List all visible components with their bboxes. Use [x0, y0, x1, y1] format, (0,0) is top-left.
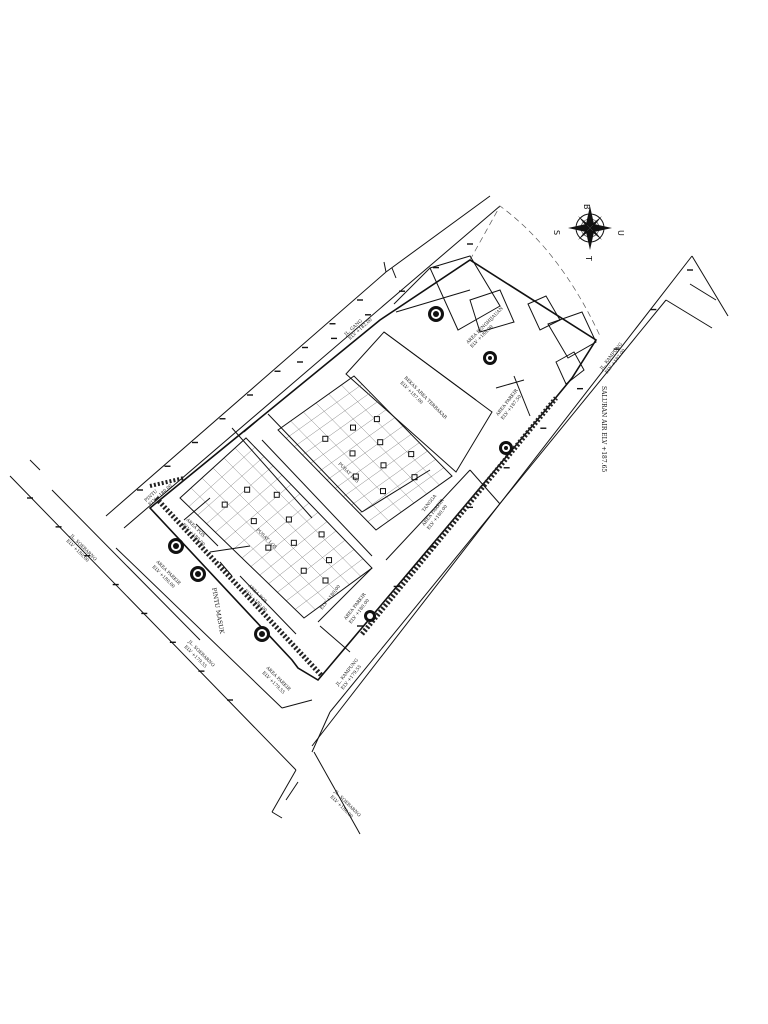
stall-grid-line [359, 459, 436, 514]
road-gang [105, 195, 501, 529]
stall-grid-line [232, 493, 301, 550]
perimeter-wall [149, 396, 558, 678]
stall-marker-inner [286, 517, 291, 522]
road-labels: JL. SOEBARNO ELV +180.00 JL. SOEBARNO EL… [65, 317, 628, 820]
stall-grid-line [215, 474, 283, 533]
compass-icon: B U S T [552, 204, 625, 261]
stall-grid-line [241, 502, 310, 559]
stall-marker-inner [245, 487, 250, 492]
stall-marker-inner [409, 452, 414, 457]
entrance-label: PINTU MASUK [210, 587, 225, 635]
stall-marker-inner [319, 532, 324, 537]
compass-west-label: S [552, 230, 561, 235]
stall-marker-inner [274, 492, 279, 497]
stall-grid-line [295, 558, 364, 610]
tree-icon [428, 306, 444, 322]
stall-marker-inner [412, 475, 417, 480]
site-boundary [148, 205, 601, 682]
road-soebarno [9, 459, 361, 835]
stall-marker-inner [353, 474, 358, 479]
stall-grid-line [188, 447, 256, 507]
stall-marker-inner [301, 568, 306, 573]
tree-icons [168, 306, 513, 642]
tree-icon [483, 351, 497, 365]
stall-marker-inner [323, 436, 328, 441]
zone-label-terbakar: BEKAS AREA TERBAKAR [403, 375, 449, 421]
stall-grid-line [286, 384, 363, 439]
stall-marker-inner [323, 578, 328, 583]
stall-grid-line [326, 425, 404, 481]
stall-grid-line [343, 442, 420, 497]
stall-grid-line [286, 549, 355, 602]
stall-grid-line [206, 465, 274, 524]
stall-grid-line [224, 484, 292, 542]
stall-grid-line [277, 539, 346, 593]
compass-east-label: U [616, 230, 625, 236]
stall-marker-inner [378, 440, 383, 445]
tree-icon [499, 441, 513, 455]
stall-marker-inner [266, 545, 271, 550]
stall-grid-line [294, 392, 371, 447]
stall-grid-line [268, 530, 337, 584]
stall-grid-line [259, 521, 328, 576]
stall-marker-inner [374, 417, 379, 422]
stall-grid-line [250, 512, 319, 567]
stall-grid-line [302, 400, 379, 456]
tree-icon [168, 538, 184, 554]
stall-marker-inner [351, 425, 355, 430]
stall-grid-upper [277, 375, 453, 531]
stall-marker-inner [327, 558, 332, 563]
stall-marker-inner [291, 540, 296, 545]
stall-marker-inner [381, 463, 386, 468]
stall-grid-line [197, 456, 265, 516]
tree-icon [190, 566, 206, 582]
stall-grid-line [335, 434, 412, 489]
stall-marker-inner [222, 502, 227, 507]
stall-grid-line [367, 467, 444, 522]
green-area-structures [393, 255, 597, 385]
road-kampung [311, 255, 729, 747]
burned-area [345, 331, 493, 473]
stall-grid-line [351, 450, 428, 506]
stall-marker-inner [381, 489, 385, 494]
dimension-ticks [27, 243, 693, 701]
compass-south-label: T [584, 255, 593, 261]
inner-dividers [115, 375, 531, 709]
zone-label-penghijauan: AREA PENGHIJAUAN [464, 306, 504, 346]
stall-grid-line [318, 417, 395, 472]
water-channel-label: SALURAN AIR ELV +187.65 [600, 386, 607, 472]
compass-north-label: B [582, 204, 591, 210]
tree-icon [254, 626, 270, 642]
stall-marker-inner [251, 519, 256, 524]
stall-marker-inner [350, 451, 355, 456]
tree-icon [364, 610, 376, 622]
zone-elevation-area-2: ELV +180.00 [319, 584, 342, 611]
